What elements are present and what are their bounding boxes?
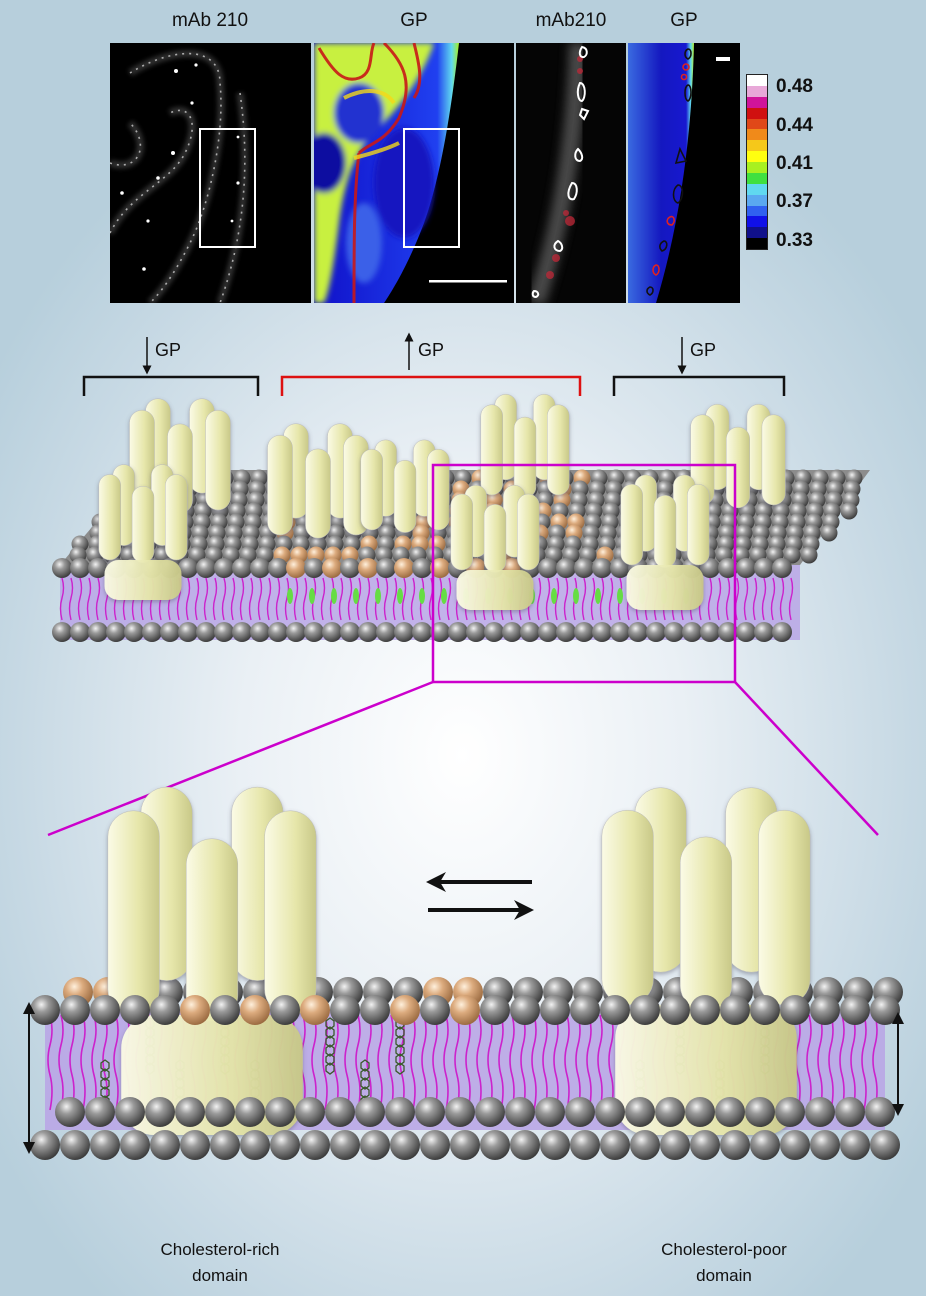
gp-label-low-left: GP [155,340,181,361]
protein-icon [108,787,316,1135]
protein-icon [481,394,569,498]
equilibrium-arrows-icon [428,882,532,910]
protein-icon [268,424,369,538]
protein-icon [602,788,810,1135]
protein-icon [361,440,449,533]
label-cholesterol-rich-domain: Cholesterol-rich domain [120,1237,320,1289]
gp-label-low-right: GP [690,340,716,361]
label-cholesterol-poor-domain: Cholesterol-poor domain [624,1237,824,1289]
membrane-overview [52,394,870,642]
gp-label-high: GP [418,340,444,361]
protein-icon [621,475,709,610]
membrane-detail [30,787,903,1160]
